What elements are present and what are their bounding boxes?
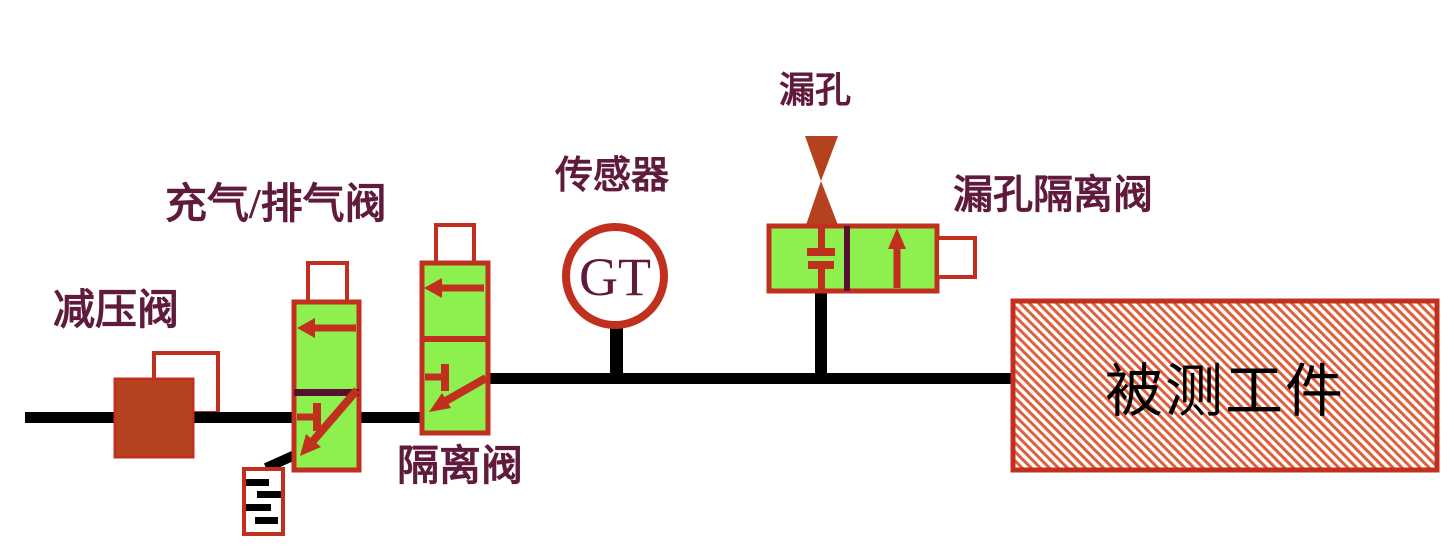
label-pressure-reducing-valve: 减压阀: [53, 288, 180, 334]
isolation-valve-icon: [419, 223, 491, 436]
leak-isolation-valve-body: [766, 223, 940, 294]
sensor-tag-text: GT: [579, 247, 651, 307]
closed-port-stem-bottom: [818, 268, 825, 290]
closed-port-stem-top: [818, 228, 825, 251]
flow-arrow-left-head: [424, 278, 442, 298]
pressure-reducing-valve-icon: [113, 377, 195, 459]
muffler-bar: [246, 479, 269, 486]
blocked-port-bar: [441, 364, 449, 391]
muffler-bar: [246, 504, 271, 511]
flow-arrow-left-head: [297, 318, 315, 338]
leak-isolation-valve-pilot-box: [935, 236, 977, 279]
closed-port-bar-bottom: [808, 261, 834, 269]
label-sensor: 传感器: [555, 155, 670, 197]
test-workpiece-box: [1010, 298, 1440, 473]
flow-arrow-up-head: [888, 228, 906, 249]
isolation-valve-pilot-box: [434, 223, 476, 266]
flow-arrow-diagonal: [442, 374, 488, 406]
closed-port-bar-top: [807, 248, 835, 256]
sensor-gauge-icon: [562, 223, 668, 329]
charge-exhaust-valve-pilot-box: [306, 261, 349, 305]
flow-arrow-diagonal-head: [300, 434, 321, 456]
muffler-bar: [257, 491, 281, 498]
pipe-main-right: [488, 373, 1016, 384]
charge-exhaust-valve-divider: [294, 389, 359, 396]
leak-orifice-top-triangle: [805, 136, 838, 181]
isolation-valve-divider: [422, 336, 488, 342]
leak-orifice-bottom-triangle: [806, 181, 838, 225]
label-isolation-valve: 隔离阀: [397, 444, 524, 490]
label-test-workpiece: 被测工件: [1104, 358, 1345, 424]
leak-isolation-valve-icon: [766, 223, 977, 294]
label-leak-isolation-valve: 漏孔隔离阀: [953, 172, 1153, 217]
muffler-box: [242, 467, 285, 536]
muffler-bar: [255, 517, 278, 524]
muffler-icon: [242, 467, 285, 536]
pipe-sensor-stem: [610, 326, 623, 379]
leak-isolation-valve-divider: [844, 226, 850, 291]
flow-arrow-diagonal-head: [429, 393, 451, 412]
label-leak-orifice: 漏孔: [779, 70, 852, 110]
flow-arrow-diagonal: [309, 387, 361, 444]
leak-orifice-icon: [805, 136, 838, 225]
label-charge-exhaust-valve: 充气/排气阀: [165, 182, 387, 228]
blocked-port-bar: [313, 403, 321, 431]
pipe-between-valves: [357, 412, 424, 423]
pipe-leak-valve-stem: [815, 290, 827, 380]
charge-exhaust-valve-icon: [291, 261, 362, 473]
